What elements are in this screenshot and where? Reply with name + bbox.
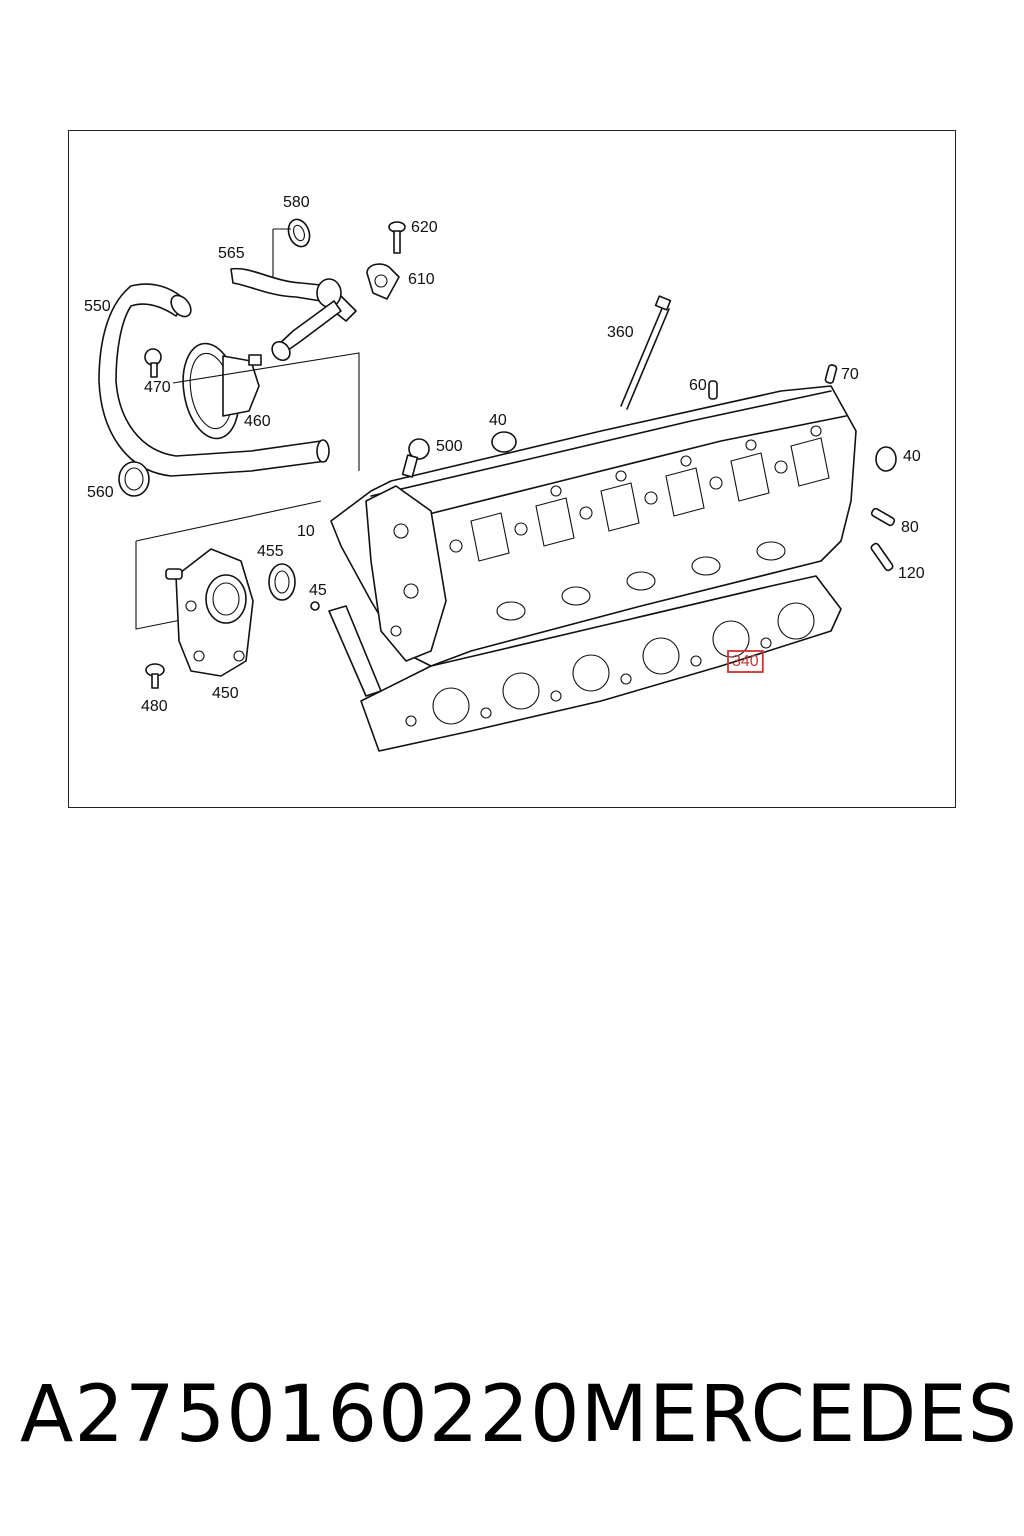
callout-labels: 10 40 40 45 60 70 80 120 340 360 450 455 460 470 480 50… <box>84 194 925 715</box>
brand-name: MERCEDES <box>580 1370 1019 1460</box>
hose-550 <box>98 283 330 477</box>
callout-620: 620 <box>411 219 438 236</box>
callout-560: 560 <box>87 484 114 501</box>
callout-40b: 40 <box>903 448 921 465</box>
cylinder-head-10 <box>330 385 857 667</box>
stud-120 <box>870 542 894 572</box>
bolt-500 <box>401 438 430 478</box>
clamp-580 <box>287 218 311 248</box>
callout-470: 470 <box>144 379 171 396</box>
breather-hose-565 <box>230 267 357 362</box>
callout-565: 565 <box>218 245 245 262</box>
group-bracket-460 <box>172 352 360 471</box>
bolt-470 <box>144 348 162 378</box>
highlight-box-340 <box>727 650 764 673</box>
group-bracket-450 <box>135 500 322 630</box>
callout-360: 360 <box>607 324 634 341</box>
dowel-60 <box>708 380 718 400</box>
callout-60: 60 <box>689 377 707 394</box>
dowel-70 <box>824 364 838 384</box>
head-bolt-360 <box>620 295 672 410</box>
callout-40a: 40 <box>489 412 507 429</box>
callout-610: 610 <box>408 271 435 288</box>
callout-120: 120 <box>898 565 925 582</box>
callout-480: 480 <box>141 698 168 715</box>
cover-450 <box>165 548 254 677</box>
plug-560 <box>118 461 150 497</box>
callout-460: 460 <box>244 413 271 430</box>
callout-45: 45 <box>309 582 327 599</box>
callout-340: 340 <box>732 653 759 670</box>
callout-450: 450 <box>212 685 239 702</box>
screw-620 <box>388 221 406 254</box>
diagram-frame: 10 40 40 45 60 70 80 120 340 360 450 455 460 470 480 50… <box>68 130 956 808</box>
callout-550: 550 <box>84 298 111 315</box>
callout-80: 80 <box>901 519 919 536</box>
plug-40a <box>491 431 517 453</box>
pin-80 <box>870 507 896 527</box>
head-gasket-340 <box>360 575 842 752</box>
callout-10: 10 <box>297 523 315 540</box>
seal-455 <box>268 563 296 601</box>
part-number: A2750160220 <box>20 1370 581 1460</box>
callout-455: 455 <box>257 543 284 560</box>
callout-580: 580 <box>283 194 310 211</box>
gasket-strip <box>328 605 382 697</box>
callout-500: 500 <box>436 438 463 455</box>
clip-610 <box>366 263 400 300</box>
plug-40b <box>875 446 897 472</box>
bolt-480 <box>145 663 165 689</box>
seal-ring-45 <box>310 601 320 611</box>
part-caption: A2750160220 MERCEDES <box>20 1370 1017 1460</box>
callout-70: 70 <box>841 366 859 383</box>
exploded-parts-diagram: 10 40 40 45 60 70 80 120 340 360 450 455 460 470 480 50… <box>84 194 925 752</box>
